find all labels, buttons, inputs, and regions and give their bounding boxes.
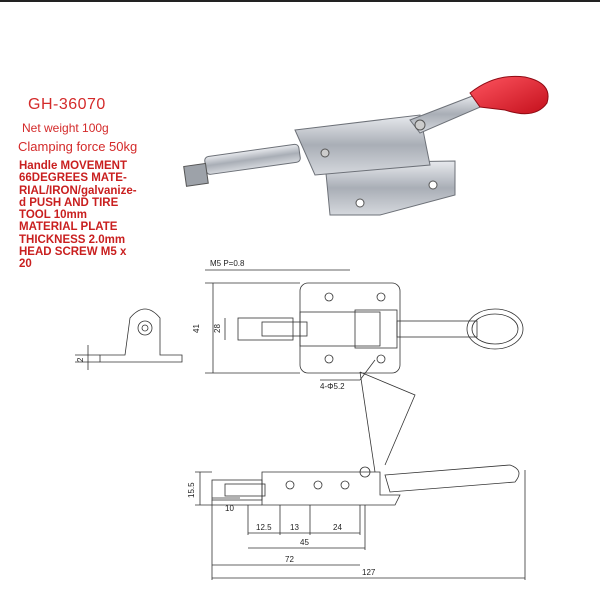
dim-12-5: 12.5 — [256, 523, 272, 532]
dim-15-5: 15.5 — [187, 482, 196, 498]
dim-28: 28 — [213, 324, 222, 333]
dim-127: 127 — [362, 568, 376, 577]
dim-13: 13 — [290, 523, 299, 532]
top-border — [0, 0, 600, 2]
dim-41: 41 — [192, 324, 201, 333]
thread-label: M5 P=0.8 — [210, 259, 245, 268]
holes-label: 4-Φ5.2 — [320, 382, 345, 391]
dim-45: 45 — [300, 538, 309, 547]
net-weight: Net weight 100g — [22, 121, 109, 135]
model-number: GH-36070 — [28, 96, 106, 113]
spec-text: Handle MOVEMENT 66DEGREES MATE- RIAL/IRO… — [19, 160, 137, 271]
dim-10: 10 — [225, 504, 234, 513]
clamping-force: Clamping force 50kg — [18, 139, 138, 154]
dim-72: 72 — [285, 555, 294, 564]
dim-2: 2 — [76, 357, 85, 362]
side-view — [99, 308, 183, 363]
dim-24: 24 — [333, 523, 342, 532]
product-photo — [183, 75, 549, 216]
